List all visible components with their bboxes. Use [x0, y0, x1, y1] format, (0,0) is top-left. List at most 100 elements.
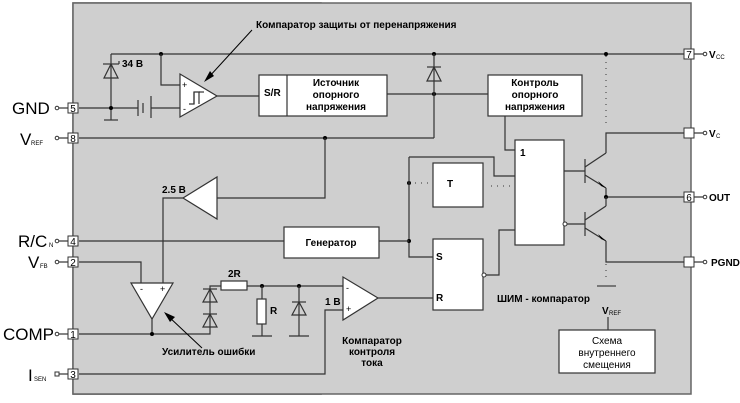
t-flipflop-label: T — [447, 179, 453, 190]
wire-pgnd — [605, 241, 684, 263]
pin-terminal — [54, 135, 60, 141]
sr-latch-s: S — [436, 252, 443, 263]
error-amplifier — [129, 282, 175, 321]
pin-gnd[interactable]: GND 5 — [12, 99, 79, 118]
zener-diode — [290, 300, 308, 316]
pin-comp[interactable]: COMP 1 — [3, 325, 79, 344]
current-comp-line2: контроля — [349, 347, 395, 358]
wire — [160, 54, 180, 86]
npn-lower-collector — [584, 205, 607, 221]
pin-out[interactable]: 6 OUT — [683, 191, 730, 204]
ref-control-block — [487, 74, 583, 117]
pin-box — [67, 368, 79, 380]
pin-vfb-sub: FB — [40, 264, 48, 270]
ref-2-5v-buffer — [181, 175, 218, 221]
pin-gnd-label: GND — [12, 99, 50, 118]
pin-terminal — [702, 194, 708, 200]
current-comp-line3: тока — [361, 358, 383, 369]
ref-control-line1: Контроль — [511, 78, 559, 89]
pin-isen-label: I — [28, 366, 33, 385]
pin-vcc-label: V — [709, 50, 716, 61]
ref-1v-label: 1 В — [325, 297, 341, 308]
pin-box — [67, 328, 79, 340]
ref-2-5v-label: 2.5 В — [162, 185, 186, 196]
npn-upper-collector — [584, 152, 607, 168]
pin-terminal — [702, 259, 708, 265]
pin-terminal — [702, 51, 708, 57]
wire — [409, 156, 515, 177]
wire-vc — [605, 132, 684, 153]
pin-number: 4 — [70, 237, 76, 248]
minus-sign: - — [346, 283, 349, 293]
pin-vcc[interactable]: 7 V CC — [683, 48, 725, 61]
pwm-comparator-label: ШИМ - компаратор — [497, 294, 590, 305]
ref-control-line3: напряжения — [505, 102, 565, 113]
pin-vc[interactable]: V C — [683, 127, 721, 140]
callout-arrow-line — [207, 29, 253, 79]
pin-vfb-label: V — [28, 253, 40, 272]
pin-number: 2 — [70, 258, 76, 269]
pin-box — [683, 256, 695, 268]
wire-vfb — [79, 261, 142, 283]
emitter-arrow — [598, 234, 606, 241]
pin-vfb[interactable]: V FB 2 — [28, 253, 79, 272]
error-amp-label: Усилитель ошибки — [162, 346, 255, 358]
wire — [504, 116, 515, 151]
pin-number: 1 — [70, 330, 76, 341]
pin-number: 5 — [70, 104, 76, 115]
logic-or-gate — [514, 139, 565, 246]
bias-line2: внутреннего — [578, 348, 636, 359]
bias-line1: Схема — [592, 336, 623, 347]
pin-vc-label: V — [709, 129, 716, 140]
generator-block — [283, 226, 380, 259]
wire — [217, 138, 326, 199]
pin-box — [67, 256, 79, 268]
callout-arrow-line — [167, 315, 203, 349]
wire — [408, 157, 433, 258]
bias-vref-label: V — [602, 306, 609, 317]
pin-rcin[interactable]: R/C N 4 — [18, 232, 79, 251]
pin-terminal — [54, 105, 60, 111]
zener-diode-34v — [103, 62, 119, 79]
pin-vref-label: V — [20, 130, 32, 149]
ref-source-line2: опорного — [313, 90, 360, 101]
diode — [201, 312, 219, 328]
pin-number: 6 — [686, 193, 692, 204]
diode — [201, 287, 219, 303]
t-flipflop — [432, 162, 484, 208]
pin-vref[interactable]: V REF 8 — [20, 130, 79, 149]
junction — [604, 52, 608, 56]
pin-terminal — [54, 238, 60, 244]
pin-isen-sub: SEN — [34, 377, 46, 383]
callout-arrowhead — [164, 312, 175, 322]
pin-number: 8 — [70, 134, 76, 145]
minus-sign: - — [140, 284, 143, 294]
resistor-r — [256, 298, 267, 325]
pin-terminal — [54, 371, 60, 377]
logic-gate-label: 1 — [520, 148, 526, 159]
ref-source-line3: напряжения — [306, 102, 366, 113]
pin-vref-sub: REF — [31, 141, 43, 147]
pin-box — [683, 127, 695, 139]
generator-label: Генератор — [306, 238, 357, 249]
plus-sign: + — [160, 284, 165, 294]
bias-block — [558, 329, 656, 374]
pin-pgnd-label: PGND — [711, 258, 740, 269]
junction — [150, 332, 154, 336]
wire — [162, 197, 183, 283]
pin-pgnd[interactable]: PGND — [683, 256, 740, 269]
pin-box — [67, 102, 79, 114]
sr-label: S/R — [264, 88, 281, 99]
pin-vc-sub: C — [716, 134, 721, 140]
emitter-arrow — [598, 181, 606, 188]
pin-comp-label: COMP — [3, 325, 54, 344]
sr-latch-r: R — [436, 293, 444, 304]
pin-terminal — [702, 130, 708, 136]
diode — [426, 65, 442, 82]
minus-sign: - — [183, 104, 186, 114]
pin-isen[interactable]: I SEN 3 — [28, 366, 79, 385]
pin-number: 7 — [686, 50, 692, 61]
resistor-2r-label: 2R — [228, 269, 242, 280]
bias-line3: смещения — [583, 360, 631, 371]
